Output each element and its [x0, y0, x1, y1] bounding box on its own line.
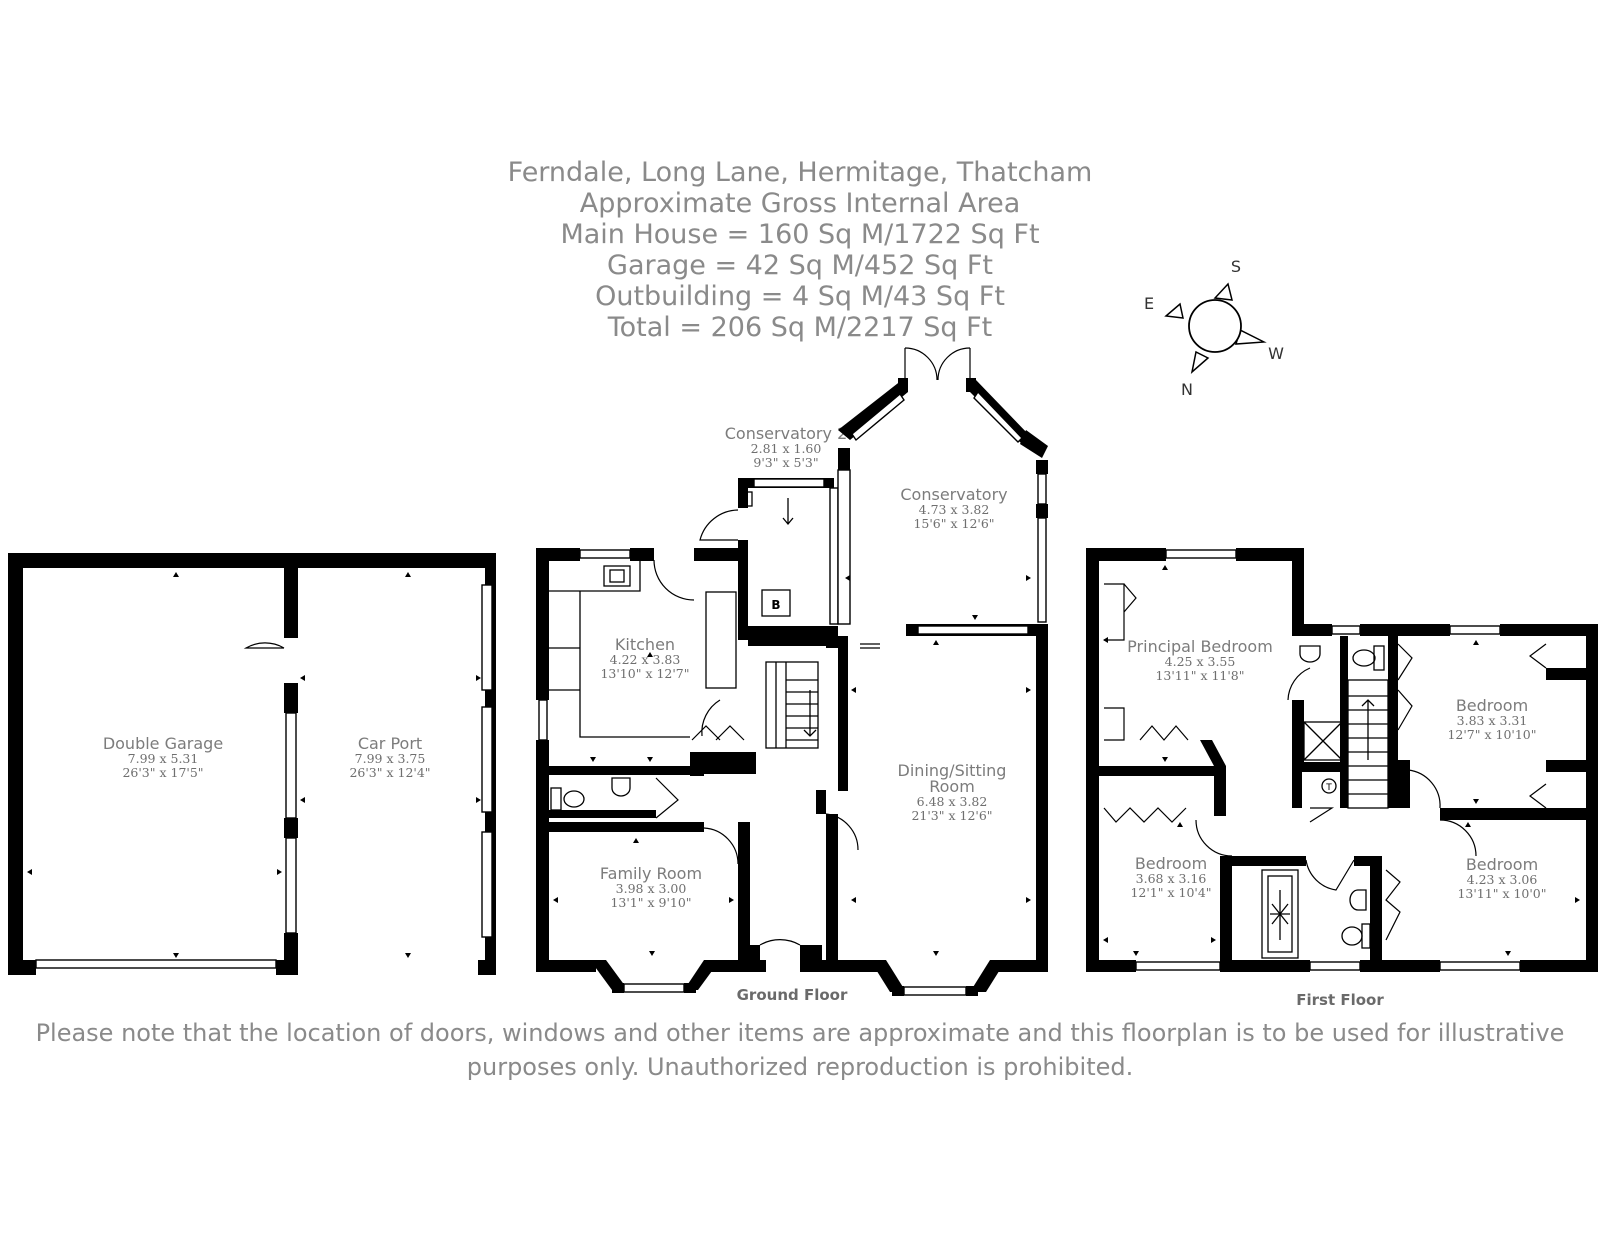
family-room-metric: 3.98 x 3.00	[616, 881, 687, 896]
first-floor-plan: Principal Bedroom 4.25 x 3.55 13'11" x 1…	[1086, 548, 1598, 1009]
double-garage-metric: 7.99 x 5.31	[128, 751, 199, 766]
bathroom-basin-icon	[1349, 889, 1367, 911]
ground-floor-label: Ground Floor	[737, 986, 848, 1004]
disclaimer-line-1: Please note that the location of doors, …	[36, 1019, 1565, 1047]
bedroom-sw-metric: 3.68 x 3.16	[1136, 871, 1207, 886]
conservatory-2-metric: 2.81 x 1.60	[751, 441, 822, 456]
kitchen-sink-icon	[603, 565, 631, 587]
header-total-area: Total = 206 Sq M/2217 Sq Ft	[607, 312, 993, 343]
dining-sitting-label-1: Dining/Sitting	[898, 761, 1007, 780]
bedroom-se-imperial: 13'11" x 10'0"	[1457, 886, 1546, 901]
dining-sitting-imperial: 21'3" x 12'6"	[911, 808, 992, 823]
car-port-imperial: 26'3" x 12'4"	[349, 765, 430, 780]
conservatory-2-imperial: 9'3" x 5'3"	[753, 455, 818, 470]
tank-icon	[1321, 778, 1337, 794]
tank-label: T	[1325, 783, 1332, 793]
ensuite-basin-icon	[1299, 645, 1321, 663]
bedroom-sw-imperial: 12'1" x 10'4"	[1130, 885, 1211, 900]
ground-floor-plan: B Conservatory 2 2.81 x 1.60 9'3" x 5'3"…	[536, 347, 1048, 1004]
garage-building: Double Garage 7.99 x 5.31 26'3" x 17'5" …	[8, 553, 496, 975]
disclaimer-line-2: purposes only. Unauthorized reproduction…	[467, 1053, 1133, 1081]
double-garage-imperial: 26'3" x 17'5"	[122, 765, 203, 780]
car-port-metric: 7.99 x 3.75	[355, 751, 426, 766]
kitchen-imperial: 13'10" x 12'7"	[600, 666, 689, 681]
conservatory-imperial: 15'6" x 12'6"	[913, 516, 994, 531]
principal-bedroom-imperial: 13'11" x 11'8"	[1155, 668, 1244, 683]
kitchen-label: Kitchen	[615, 635, 675, 654]
bathroom-toilet-icon	[1341, 926, 1363, 946]
bath-icon	[1261, 869, 1299, 959]
header-area-summary: Ferndale, Long Lane, Hermitage, Thatcham…	[508, 157, 1093, 343]
conservatory-metric: 4.73 x 3.82	[919, 502, 990, 517]
header-garage-area: Garage = 42 Sq M/452 Sq Ft	[607, 250, 993, 281]
bedroom-se-metric: 4.23 x 3.06	[1467, 872, 1538, 887]
boiler-icon	[761, 589, 791, 617]
kitchen-metric: 4.22 x 3.83	[610, 652, 681, 667]
car-port-label: Car Port	[358, 734, 422, 753]
garage-door	[35, 959, 277, 969]
first-floor-label: First Floor	[1296, 991, 1384, 1009]
principal-bedroom-metric: 4.25 x 3.55	[1165, 654, 1236, 669]
compass-south-label: S	[1231, 257, 1241, 276]
compass-east-label: E	[1144, 294, 1154, 313]
family-room-imperial: 13'1" x 9'10"	[610, 895, 691, 910]
compass-west-label: W	[1268, 344, 1284, 363]
bedroom-east-label: Bedroom	[1456, 696, 1528, 715]
header-outbuilding-area: Outbuilding = 4 Sq M/43 Sq Ft	[595, 281, 1005, 312]
family-room-label: Family Room	[600, 864, 702, 883]
principal-bedroom-label: Principal Bedroom	[1127, 637, 1273, 656]
disclaimer: Please note that the location of doors, …	[36, 1019, 1565, 1081]
wc-toilet-icon	[563, 790, 585, 808]
wc-basin-icon	[611, 777, 631, 797]
ensuite-toilet-icon	[1352, 649, 1376, 667]
dining-sitting-metric: 6.48 x 3.82	[917, 794, 988, 809]
header-address: Ferndale, Long Lane, Hermitage, Thatcham	[508, 157, 1093, 188]
bedroom-east-imperial: 12'7" x 10'10"	[1447, 727, 1536, 742]
header-gross-area-title: Approximate Gross Internal Area	[580, 188, 1021, 219]
conservatory-2-label: Conservatory 2	[725, 424, 848, 443]
bedroom-se-label: Bedroom	[1466, 855, 1538, 874]
conservatory-label: Conservatory	[900, 485, 1007, 504]
header-main-house-area: Main House = 160 Sq M/1722 Sq Ft	[560, 219, 1039, 250]
bedroom-sw-label: Bedroom	[1135, 854, 1207, 873]
bedroom-east-metric: 3.83 x 3.31	[1457, 713, 1528, 728]
compass-rose-icon: S E W N	[1144, 257, 1284, 399]
dining-sitting-label-2: Room	[929, 777, 975, 796]
boiler-label: B	[771, 598, 780, 612]
double-garage-label: Double Garage	[103, 734, 223, 753]
compass-north-label: N	[1181, 380, 1193, 399]
